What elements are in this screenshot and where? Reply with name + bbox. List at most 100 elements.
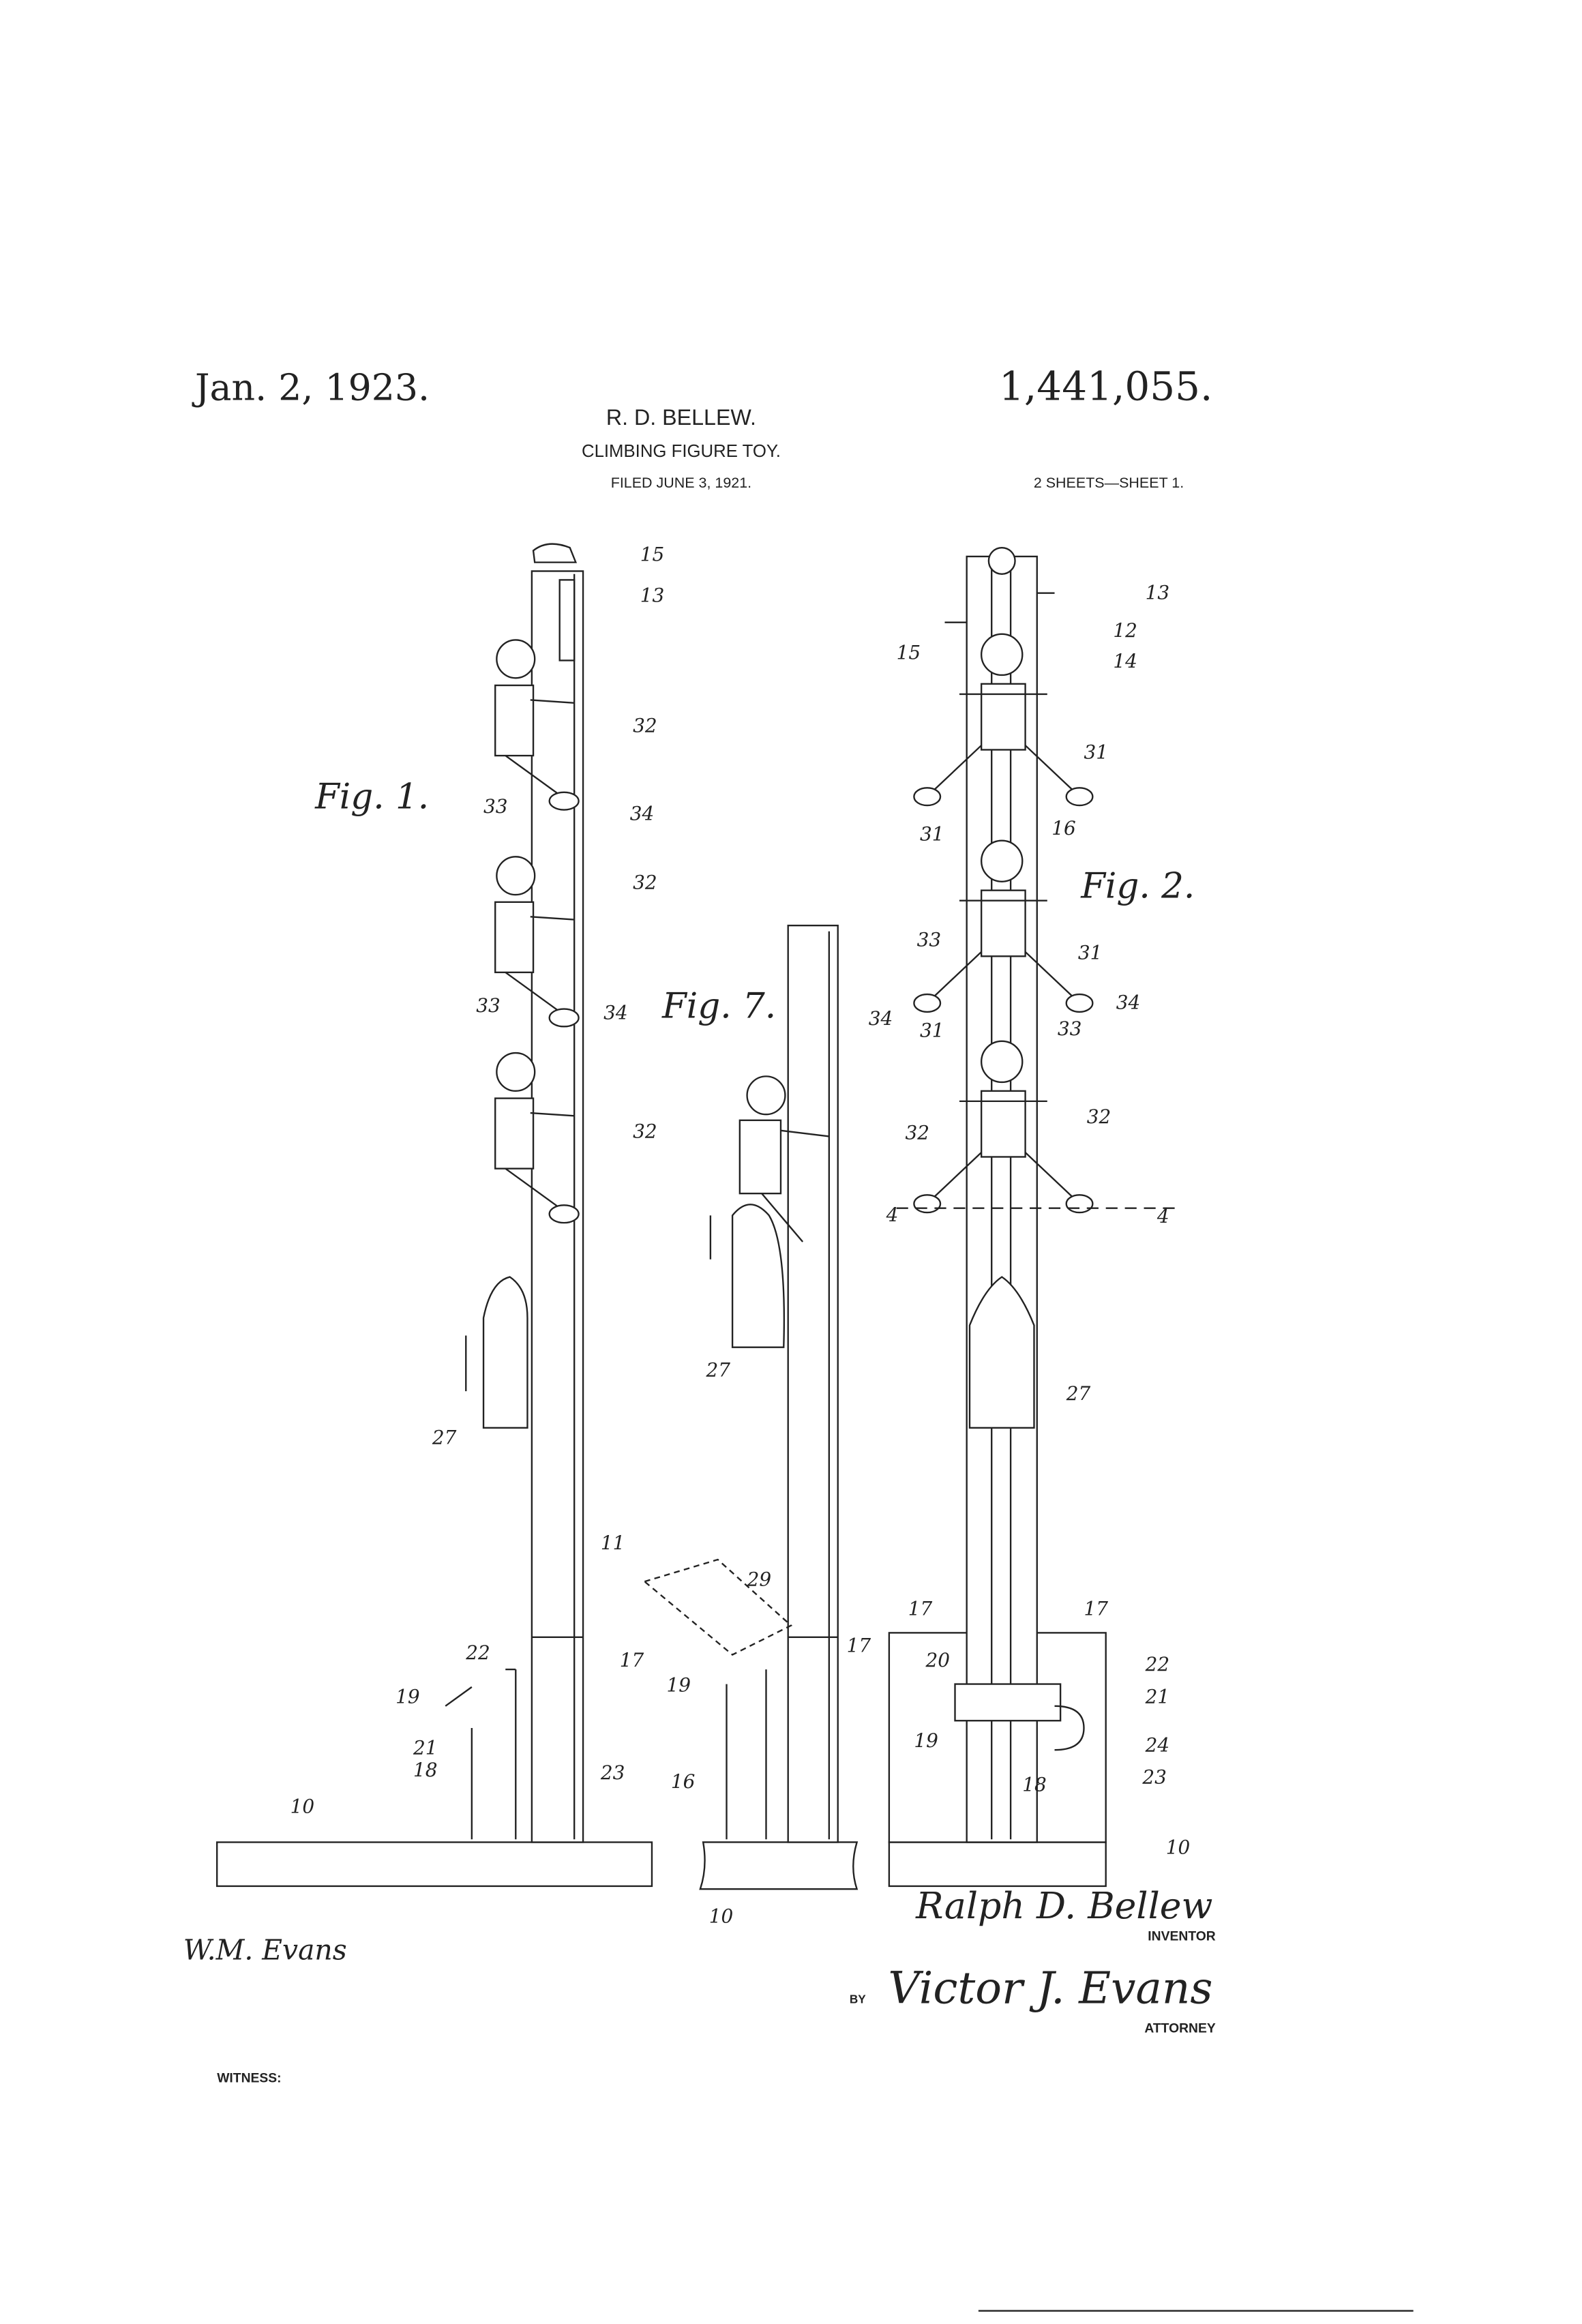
fig1-reference-numeral: 11 [601, 1532, 625, 1554]
filed-date: FILED JUNE 3, 1921. [611, 475, 751, 491]
sheet-count: 2 SHEETS—SHEET 1. [1034, 475, 1184, 491]
fig2-label: Fig. 2. [1080, 865, 1195, 906]
fig2-reference-numeral: 14 [1113, 650, 1137, 672]
fig7-dashed-lever-position [642, 1558, 793, 1656]
fig7-figure-body [738, 1119, 782, 1195]
fig1-reference-numeral: 34 [603, 1002, 628, 1024]
fig1-reference-numeral: 27 [432, 1426, 457, 1448]
fig2-reference-numeral: 4 [1156, 1205, 1169, 1227]
fig1-reference-numeral: 17 [620, 1649, 644, 1671]
witness-caption: WITNESS: [217, 2072, 281, 2086]
inventor-name-heading: R. D. BELLEW. [606, 405, 756, 430]
attorney-caption: ATTORNEY [1144, 2022, 1216, 2036]
fig2-reference-numeral: 33 [917, 928, 942, 951]
fig1-figure-foot [548, 1008, 580, 1028]
fig7-label: Fig. 7. [661, 985, 776, 1026]
inventor-caption: INVENTOR [1148, 1929, 1215, 1943]
fig2-figure-head [980, 1040, 1024, 1084]
fig7-figure-arm [780, 1129, 829, 1137]
fig2-reference-numeral: 31 [920, 1019, 944, 1041]
fig2-figure-leg-left [929, 1152, 982, 1202]
fig2-reference-numeral: 18 [1022, 1773, 1047, 1796]
fig2-figure-foot [1065, 993, 1094, 1013]
fig2-reference-numeral: 31 [920, 823, 944, 846]
fig7-reference-numeral: 10 [709, 1905, 734, 1928]
fig2-figure-foot [913, 993, 942, 1013]
attorney-signature: Victor J. Evans [888, 1963, 1212, 2014]
fig2-figure-head [980, 839, 1024, 882]
fig1-reference-numeral: 33 [476, 994, 501, 1017]
fig1-figure-head [496, 1052, 536, 1092]
fig2-slide-block [954, 1683, 1062, 1722]
fig1-label: Fig. 1. [314, 776, 429, 817]
fig2-reference-numeral: 31 [1078, 942, 1103, 964]
fig2-base [888, 1841, 1107, 1888]
fig2-hook-loop [1054, 1705, 1085, 1751]
fig1-figure-body [494, 684, 535, 757]
fig1-reference-numeral: 15 [640, 543, 665, 565]
fig1-lever [445, 1686, 473, 1707]
fig2-top-pulley [987, 546, 1016, 575]
fig1-reference-numeral: 22 [465, 1641, 490, 1664]
fig1-reference-numeral: 32 [633, 1120, 657, 1143]
fig7-reference-numeral: 16 [671, 1770, 696, 1793]
fig7-reference-numeral: 29 [747, 1568, 772, 1591]
fig7-reference-numeral: 19 [666, 1673, 691, 1696]
fig2-reference-numeral: 15 [897, 641, 921, 664]
fig2-bear-figure [968, 1276, 1035, 1429]
fig1-reference-numeral: 13 [640, 584, 665, 607]
patent-number: 1,441,055. [999, 363, 1212, 409]
fig1-figure-body [494, 901, 535, 974]
fig7-bear-figure [731, 1204, 786, 1348]
fig1-figure-arm [530, 699, 575, 704]
fig1-reference-numeral: 32 [633, 872, 657, 894]
fig1-reference-numeral: 10 [290, 1796, 315, 1818]
fig2-reference-numeral: 10 [1166, 1836, 1191, 1859]
fig1-reference-numeral: 19 [395, 1685, 420, 1708]
fig1-figure-leg [505, 971, 565, 1016]
fig1-slot [558, 579, 576, 661]
fig1-reference-numeral: 33 [483, 795, 508, 818]
fig2-reference-numeral: 24 [1145, 1733, 1170, 1756]
fig1-reference-numeral: 21 [413, 1737, 438, 1759]
fig7-reference-numeral: 27 [705, 1359, 730, 1382]
fig1-figure-foot [548, 1204, 580, 1224]
fig2-figure-leg-left [929, 951, 982, 1001]
inventor-signature: Ralph D. Bellew [915, 1884, 1212, 1927]
fig1-bear-figure [482, 1276, 528, 1429]
fig2-figure-leg-right [1024, 745, 1077, 794]
fig2-reference-numeral: 31 [1084, 741, 1108, 763]
fig2-reference-numeral: 17 [908, 1598, 933, 1620]
fig2-figure-foot [1065, 1194, 1094, 1214]
fig1-base [216, 1841, 653, 1888]
fig2-reference-numeral: 22 [1145, 1653, 1170, 1675]
drawings [216, 543, 1180, 1890]
fig1-top-animal [532, 543, 578, 563]
fig7-figure-head [746, 1075, 786, 1116]
fig1-reference-numeral: 34 [630, 803, 655, 825]
fig1-figure-leg [505, 755, 565, 799]
fig2-reference-numeral: 34 [1116, 992, 1141, 1014]
fig7-pole [787, 925, 839, 1843]
fig2-reference-numeral: 19 [914, 1729, 938, 1752]
fig7-reference-numeral: 17 [847, 1634, 871, 1656]
fig1-figure-arm [530, 916, 575, 921]
patent-date: Jan. 2, 1923. [192, 366, 430, 408]
witness-signature: W.M. Evans [183, 1933, 347, 1966]
fig7-base [699, 1841, 859, 1890]
fig1-reference-numeral: 23 [600, 1761, 625, 1784]
fig2-reference-numeral: 34 [869, 1007, 893, 1030]
fig1-figure-foot [548, 791, 580, 811]
fig2-reference-numeral: 13 [1146, 581, 1170, 604]
by-label: BY [850, 1993, 866, 2006]
fig2-reference-numeral: 23 [1141, 1766, 1167, 1789]
fig2-reference-numeral: 33 [1058, 1017, 1082, 1040]
fig2-figure-leg-left [929, 745, 982, 794]
fig2-pole [966, 555, 1038, 1843]
fig1-figure-body [494, 1097, 535, 1170]
fig2-figure-leg-right [1024, 1152, 1077, 1202]
fig2-figure-leg-right [1024, 951, 1077, 1001]
fig2-figure-foot [913, 787, 942, 807]
fig2-reference-numeral: 32 [906, 1122, 930, 1144]
